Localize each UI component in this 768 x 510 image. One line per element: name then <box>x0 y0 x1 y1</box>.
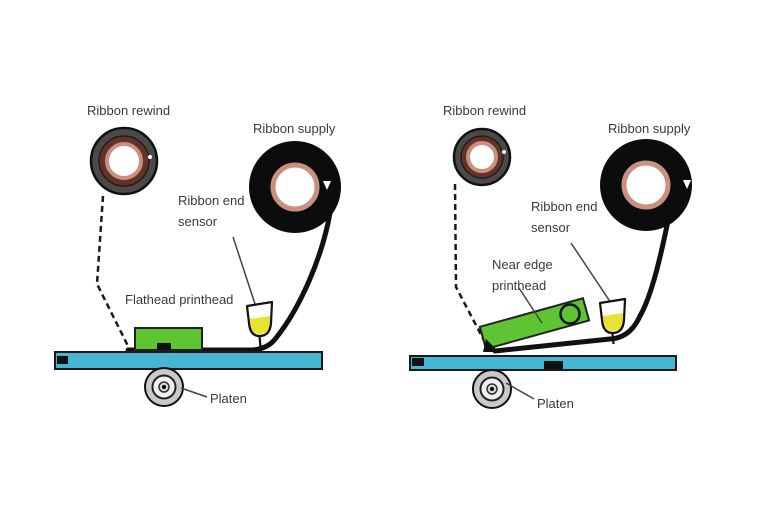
label-platen: Platen <box>210 391 247 406</box>
label-ribbon-rewind: Ribbon rewind <box>87 103 171 118</box>
sensor-stem <box>611 332 615 345</box>
panel-flathead <box>54 126 341 407</box>
label-line: sensor <box>531 220 571 235</box>
label-line: Ribbon end <box>531 199 598 214</box>
media-bar-end-mark <box>412 358 424 366</box>
ribbon-path <box>492 213 672 354</box>
printhead-pointer-line <box>518 287 543 324</box>
label-flathead-printhead: Flathead printhead <box>125 292 234 307</box>
flathead-printhead <box>134 327 203 351</box>
printhead-edge-tip <box>483 339 499 352</box>
ribbon-path <box>125 210 333 353</box>
label-line: printhead <box>492 278 547 293</box>
ribbon-end-sensor <box>245 300 274 348</box>
media-bar <box>54 351 323 370</box>
printhead-screw <box>559 303 581 325</box>
label-ribbon-supply: Ribbon supply <box>608 121 691 136</box>
roll-notch <box>683 180 691 189</box>
panel-near-edge <box>409 127 692 409</box>
label-line: Ribbon end <box>178 193 245 208</box>
label-ribbon-end-sensor: Ribbon end sensor <box>178 190 245 232</box>
ribbon-supply-roll <box>249 141 341 233</box>
media-bar-print-mark <box>544 361 563 369</box>
platen-pointer-line <box>505 382 535 400</box>
ribbon-rewind-spool <box>89 126 159 196</box>
label-ribbon-end-sensor: Ribbon end sensor <box>531 196 598 238</box>
printhead-nib <box>157 343 171 350</box>
label-line: Near edge <box>492 257 553 272</box>
rewind-ribbon-path-dashed <box>95 195 131 349</box>
sensor-pointer-line <box>232 236 258 311</box>
platen-roller <box>144 367 184 407</box>
ribbon-rewind-spool <box>452 127 512 187</box>
platen-pointer-line <box>180 387 208 398</box>
label-ribbon-supply: Ribbon supply <box>253 121 336 136</box>
platen-roller <box>472 369 512 409</box>
label-line: sensor <box>178 214 218 229</box>
label-platen: Platen <box>537 396 574 411</box>
roll-notch <box>323 181 331 190</box>
ribbon-end-sensor <box>598 297 627 345</box>
media-bar <box>409 355 677 371</box>
near-edge-printhead <box>478 297 591 352</box>
sensor-stem <box>258 335 262 348</box>
spool-highlight-dot <box>148 155 152 159</box>
spool-highlight-dot <box>502 150 506 154</box>
sensor-liquid <box>602 313 624 331</box>
label-ribbon-rewind: Ribbon rewind <box>443 103 527 118</box>
rewind-ribbon-path-dashed <box>453 183 490 349</box>
ribbon-supply-roll <box>600 139 692 231</box>
media-bar-end-mark <box>57 356 68 364</box>
label-near-edge-printhead: Near edge printhead <box>492 254 553 296</box>
sensor-pointer-line <box>570 242 612 304</box>
sensor-liquid <box>249 316 271 334</box>
